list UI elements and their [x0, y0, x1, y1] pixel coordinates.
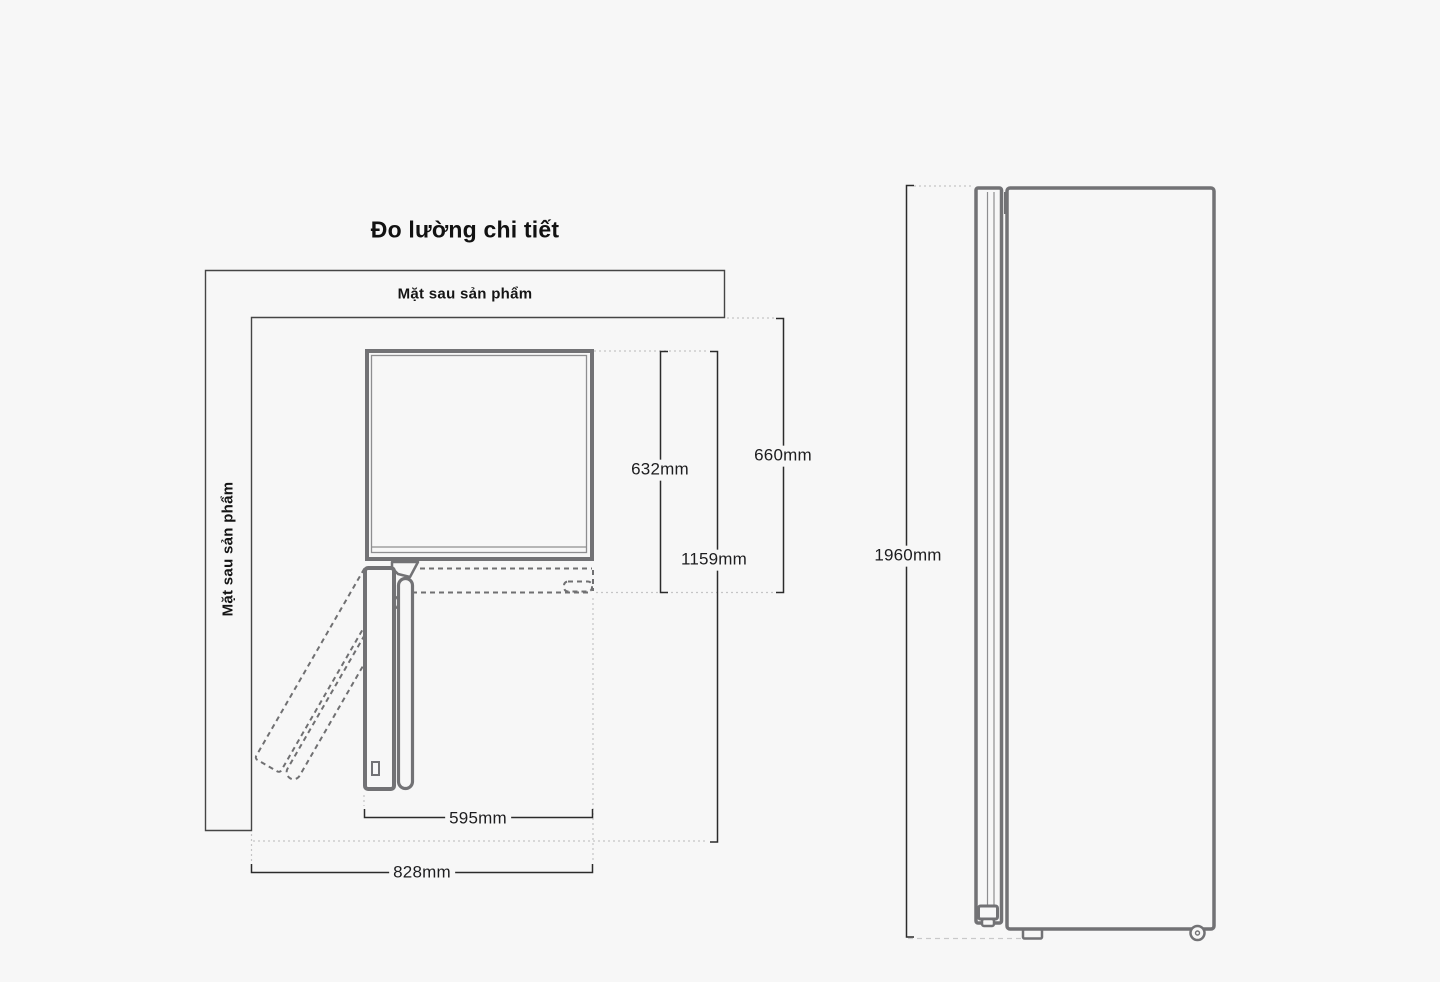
diagram-title: Đo lường chi tiết	[370, 216, 560, 243]
rear-wall-label: Mặt sau sản phẩm	[397, 285, 533, 303]
door-open-panel	[363, 566, 396, 791]
cabinet-outer	[365, 349, 594, 561]
dim-line-1159	[710, 350, 719, 843]
door-open-handle	[396, 576, 415, 791]
cabinet-inner	[370, 354, 588, 554]
caster-wheel	[1189, 924, 1206, 942]
door-bottom-foot-tip	[980, 917, 996, 928]
door-bottom-foot	[977, 904, 999, 921]
caster-wheel-hub	[1194, 930, 1201, 936]
door-closed-dashed	[412, 567, 594, 594]
walls-outline	[204, 269, 726, 832]
fridge-side-view	[974, 186, 1216, 942]
dim-label-width: 595mm	[445, 808, 511, 830]
side-view-guides	[908, 185, 1023, 940]
side-wall-label: Mặt sau sản phẩm	[219, 481, 237, 617]
cabinet-top-view	[365, 349, 594, 579]
dim-label-height: 1960mm	[870, 545, 946, 567]
fridge-door-side	[974, 186, 1004, 925]
leveling-foot	[1021, 928, 1044, 940]
dim-label-total-width-door-open: 828mm	[389, 862, 455, 884]
dim-label-cabinet-depth: 632mm	[627, 459, 693, 481]
door-closed-handle-dashed	[563, 580, 593, 593]
door-open-notch	[371, 761, 380, 776]
fridge-body	[1005, 186, 1216, 931]
dim-label-depth-door-open: 1159mm	[676, 549, 752, 571]
dim-label-total-depth: 660mm	[750, 445, 816, 467]
door-open	[363, 566, 415, 791]
